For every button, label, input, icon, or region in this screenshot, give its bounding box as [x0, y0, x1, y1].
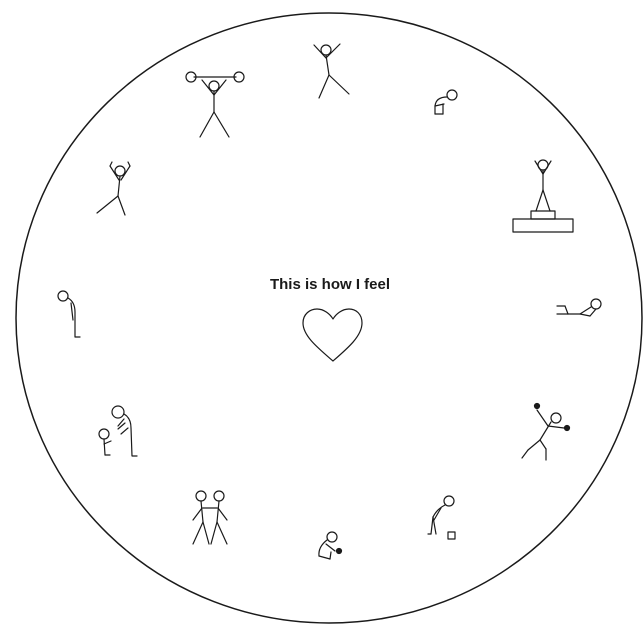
- page-title: This is how I feel: [270, 276, 390, 293]
- crying-huddled-figure-icon: [319, 532, 342, 559]
- heart-icon: [303, 309, 362, 361]
- crouching-sad-figure-icon: [435, 90, 457, 114]
- jumping-joy-figure-icon: [314, 44, 349, 98]
- outer-circle: [16, 13, 642, 623]
- juggling-figure-icon: [522, 404, 570, 461]
- lying-down-tired-figure-icon: [557, 299, 601, 316]
- head-down-lonely-figure-icon: [58, 291, 80, 337]
- adult-scolding-child-figure-icon: [99, 406, 137, 456]
- two-friends-figure-icon: [193, 491, 227, 544]
- weightlifter-strong-figure-icon: [186, 72, 244, 137]
- dancing-happy-figure-icon: [97, 162, 130, 215]
- bending-over-sick-figure-icon: [428, 496, 455, 539]
- winner-podium-figure-icon: [513, 160, 573, 232]
